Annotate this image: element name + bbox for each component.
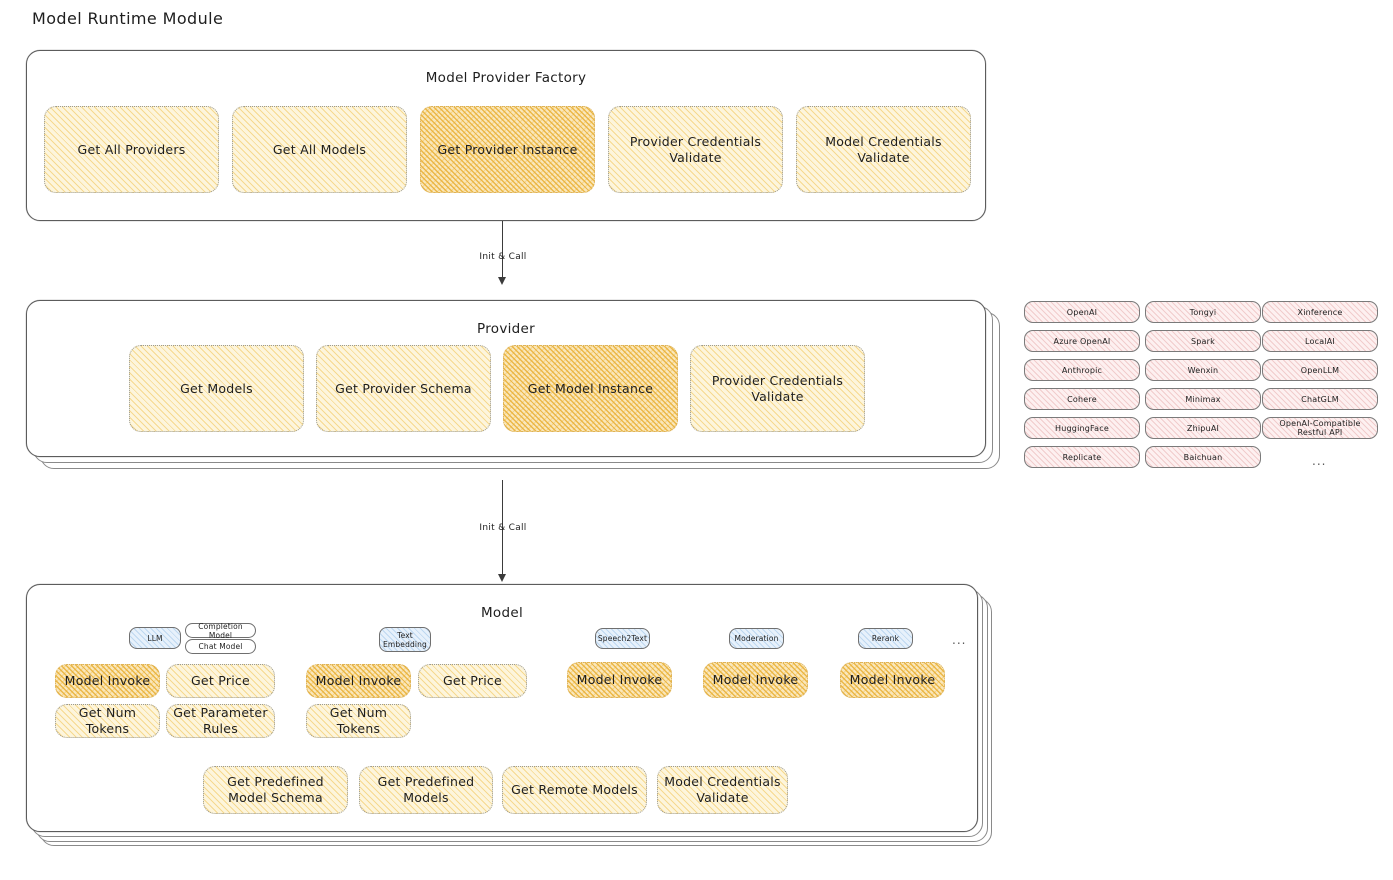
model-type-badge-llm[interactable]: LLM <box>129 627 181 649</box>
model-title: Model <box>480 605 524 621</box>
model-method-get-predefined-model-schema[interactable]: Get Predefined Model Schema <box>203 766 348 814</box>
factory-method-get-all-providers[interactable]: Get All Providers <box>44 106 219 193</box>
llm-method-get-price[interactable]: Get Price <box>166 664 275 698</box>
arrow-factory-to-provider-line <box>502 221 504 279</box>
model-subtype-badge-chat-model[interactable]: Chat Model <box>185 639 256 654</box>
arrow-provider-to-model-label: Init & Call <box>479 523 527 533</box>
factory-method-model-credentials-validate[interactable]: Model Credentials Validate <box>796 106 971 193</box>
llm-method-get-parameter-rules[interactable]: Get Parameter Rules <box>166 704 275 738</box>
provider-method-get-provider-schema[interactable]: Get Provider Schema <box>316 345 491 432</box>
provider-chip-zhipuai[interactable]: ZhipuAI <box>1145 417 1261 439</box>
text-embedding-method-get-num-tokens[interactable]: Get Num Tokens <box>306 704 411 738</box>
provider-chip-localai[interactable]: LocalAI <box>1262 330 1378 352</box>
speech2text-method-model-invoke[interactable]: Model Invoke <box>567 662 672 698</box>
provider-chip-tongyi[interactable]: Tongyi <box>1145 301 1261 323</box>
model-type-badge-speech2text[interactable]: Speech2Text <box>595 628 650 649</box>
provider-list-more-ellipsis: ... <box>1312 454 1327 468</box>
factory-method-get-all-models[interactable]: Get All Models <box>232 106 407 193</box>
arrow-provider-to-model-line <box>502 480 504 576</box>
arrow-provider-to-model-head <box>498 574 506 582</box>
provider-chip-openai-compatible-restful-api[interactable]: OpenAI-Compatible Restful API <box>1262 417 1378 439</box>
factory-method-get-provider-instance[interactable]: Get Provider Instance <box>420 106 595 193</box>
provider-chip-huggingface[interactable]: HuggingFace <box>1024 417 1140 439</box>
provider-title: Provider <box>477 321 535 337</box>
provider-chip-baichuan[interactable]: Baichuan <box>1145 446 1261 468</box>
provider-chip-azure-openai[interactable]: Azure OpenAI <box>1024 330 1140 352</box>
provider-chip-minimax[interactable]: Minimax <box>1145 388 1261 410</box>
page-title: Model Runtime Module <box>32 9 224 28</box>
moderation-method-model-invoke[interactable]: Model Invoke <box>703 662 808 698</box>
model-method-get-predefined-models[interactable]: Get Predefined Models <box>359 766 493 814</box>
model-provider-factory-title: Model Provider Factory <box>425 70 587 86</box>
model-subtype-badge-completion-model[interactable]: Completion Model <box>185 622 256 640</box>
provider-method-provider-credentials-validate[interactable]: Provider Credentials Validate <box>690 345 865 432</box>
model-type-badge-moderation[interactable]: Moderation <box>729 628 784 649</box>
provider-chip-openllm[interactable]: OpenLLM <box>1262 359 1378 381</box>
provider-chip-anthropic[interactable]: Anthropic <box>1024 359 1140 381</box>
rerank-method-model-invoke[interactable]: Model Invoke <box>840 662 945 698</box>
text-embedding-method-model-invoke[interactable]: Model Invoke <box>306 664 411 698</box>
provider-chip-cohere[interactable]: Cohere <box>1024 388 1140 410</box>
text-embedding-method-get-price[interactable]: Get Price <box>418 664 527 698</box>
factory-method-provider-credentials-validate[interactable]: Provider Credentials Validate <box>608 106 783 193</box>
model-method-get-remote-models[interactable]: Get Remote Models <box>502 766 647 814</box>
provider-chip-xinference[interactable]: Xinference <box>1262 301 1378 323</box>
arrow-factory-to-provider-label: Init & Call <box>479 252 527 262</box>
llm-method-model-invoke[interactable]: Model Invoke <box>55 664 160 698</box>
arrow-factory-to-provider-head <box>498 277 506 285</box>
provider-chip-openai[interactable]: OpenAI <box>1024 301 1140 323</box>
llm-method-get-num-tokens[interactable]: Get Num Tokens <box>55 704 160 738</box>
model-type-badge-text-embedding[interactable]: Text Embedding <box>379 627 431 652</box>
provider-chip-spark[interactable]: Spark <box>1145 330 1261 352</box>
provider-method-get-models[interactable]: Get Models <box>129 345 304 432</box>
provider-method-get-model-instance[interactable]: Get Model Instance <box>503 345 678 432</box>
model-types-more-ellipsis: ... <box>952 633 967 647</box>
provider-chip-replicate[interactable]: Replicate <box>1024 446 1140 468</box>
provider-chip-wenxin[interactable]: Wenxin <box>1145 359 1261 381</box>
model-type-badge-rerank[interactable]: Rerank <box>858 628 913 649</box>
model-method-model-credentials-validate[interactable]: Model Credentials Validate <box>657 766 788 814</box>
provider-chip-chatglm[interactable]: ChatGLM <box>1262 388 1378 410</box>
